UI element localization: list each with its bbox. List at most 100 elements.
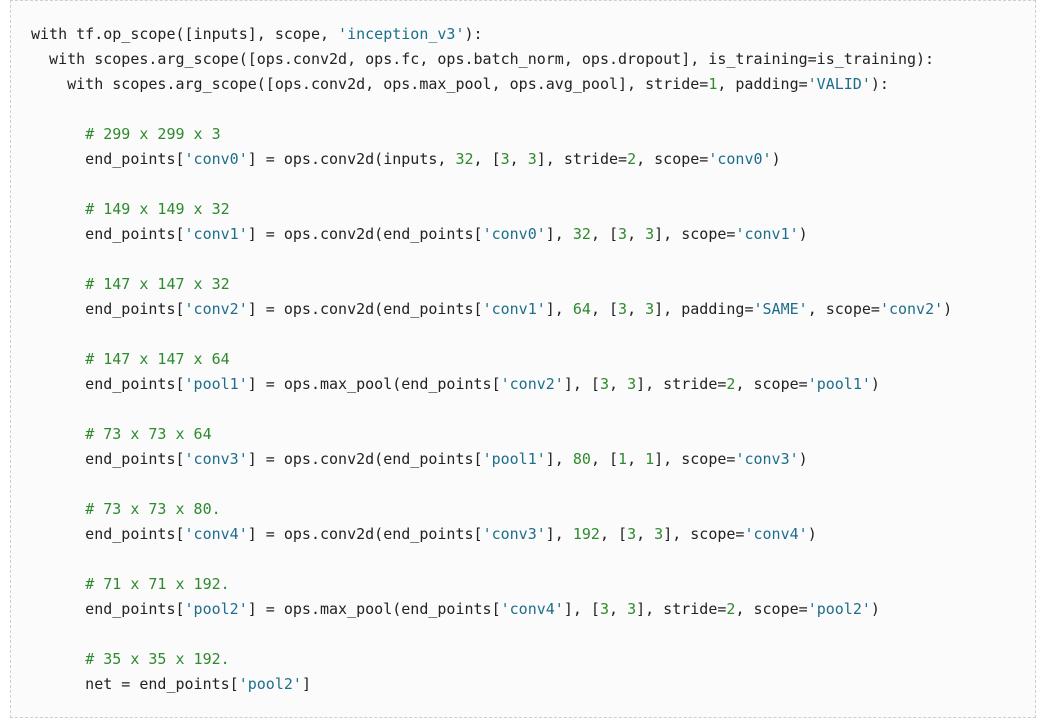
code-token: , [509,150,528,168]
code-token: ) [807,525,817,543]
code-token: ) [798,450,808,468]
code-token: ): [870,75,889,93]
code-token: ] = ops.conv2d(inputs, [247,150,456,168]
string-literal: 'conv1' [735,225,799,243]
code-block-frame: with tf.op_scope([inputs], scope, 'incep… [10,0,1036,718]
string-literal: 'pool2' [184,600,248,618]
code-comment: # 149 x 149 x 32 [85,200,230,218]
code-line: # 149 x 149 x 32 [31,197,952,222]
code-token: ] = ops.conv2d(end_points[ [247,525,483,543]
code-token: , [ [599,525,628,543]
number-literal: 3 [645,300,655,318]
code-line: end_points['conv3'] = ops.conv2d(end_poi… [31,447,952,472]
code-token: , [627,225,646,243]
code-token: end_points[ [31,300,185,318]
code-line: end_points['conv2'] = ops.conv2d(end_poi… [31,297,952,322]
code-listing: with tf.op_scope([inputs], scope, 'incep… [31,22,952,697]
blank-line: ​ [31,397,952,422]
number-literal: 3 [618,225,628,243]
number-literal: 1 [618,450,628,468]
code-token: , [627,300,646,318]
number-literal: 3 [627,600,637,618]
code-token: with tf.op_scope([inputs], scope, [31,25,339,43]
string-literal: 'conv0' [184,150,248,168]
string-literal: 'conv4' [500,600,564,618]
string-literal: 'conv4' [744,525,808,543]
code-line: # 147 x 147 x 64 [31,347,952,372]
code-line: end_points['pool1'] = ops.max_pool(end_p… [31,372,952,397]
code-token: with scopes.arg_scope([ops.conv2d, ops.m… [31,75,709,93]
number-literal: 32 [455,150,474,168]
string-literal: 'conv2' [184,300,248,318]
number-literal: 2 [726,375,736,393]
code-line: with scopes.arg_scope([ops.conv2d, ops.m… [31,72,952,97]
code-token: ], [ [563,600,600,618]
string-literal: 'conv3' [735,450,799,468]
code-line: end_points['conv0'] = ops.conv2d(inputs,… [31,147,952,172]
code-line: # 35 x 35 x 192. [31,647,952,672]
code-token: , [ [473,150,501,168]
code-token: ) [870,375,880,393]
blank-line: ​ [31,322,952,347]
string-literal: 'pool1' [807,375,871,393]
number-literal: 3 [627,375,637,393]
number-literal: 32 [572,225,591,243]
string-literal: 'pool2' [807,600,871,618]
code-line: with scopes.arg_scope([ops.conv2d, ops.f… [31,47,952,72]
code-line: end_points['pool2'] = ops.max_pool(end_p… [31,597,952,622]
code-token: ], padding= [654,300,754,318]
string-literal: 'conv3' [184,450,248,468]
code-token: ], [545,450,573,468]
code-token: ] = ops.max_pool(end_points[ [247,600,501,618]
string-literal: 'conv1' [482,300,546,318]
blank-line: ​ [31,547,952,572]
string-literal: 'pool2' [238,675,302,693]
number-literal: 3 [654,525,664,543]
code-token: , padding= [717,75,808,93]
code-token: , scope= [735,600,808,618]
number-literal: 3 [599,375,609,393]
code-token: ], stride= [536,150,628,168]
string-literal: 'pool1' [184,375,248,393]
code-token: ] = ops.conv2d(end_points[ [247,450,483,468]
string-literal: 'conv2' [879,300,944,318]
code-token: , [ [590,300,619,318]
code-token: ], stride= [636,375,727,393]
code-comment: # 147 x 147 x 64 [85,350,230,368]
code-comment: # 35 x 35 x 192. [85,650,230,668]
code-token: ): [464,25,483,43]
string-literal: 'conv0' [482,225,546,243]
string-literal: 'inception_v3' [338,25,465,43]
number-literal: 2 [726,600,736,618]
code-line: # 299 x 299 x 3 [31,122,952,147]
code-token: with scopes.arg_scope([ops.conv2d, ops.f… [31,50,935,68]
code-token: ) [771,150,781,168]
code-token: ], scope= [654,225,736,243]
code-token: ], [ [563,375,600,393]
code-comment: # 73 x 73 x 64 [85,425,212,443]
code-token [31,350,85,368]
string-literal: 'conv0' [708,150,772,168]
blank-line: ​ [31,172,952,197]
code-token [31,575,85,593]
string-literal: 'conv2' [500,375,564,393]
string-literal: 'VALID' [807,75,871,93]
code-line: end_points['conv4'] = ops.conv2d(end_poi… [31,522,952,547]
blank-line: ​ [31,97,952,122]
code-token [31,200,85,218]
code-token: , scope= [807,300,880,318]
blank-line: ​ [31,622,952,647]
blank-line: ​ [31,472,952,497]
code-token: ) [870,600,880,618]
code-token [31,125,85,143]
code-token: ], [545,225,573,243]
code-token: , [627,450,646,468]
number-literal: 3 [627,525,637,543]
code-token: , [636,525,655,543]
code-comment: # 299 x 299 x 3 [85,125,221,143]
code-token: , [609,375,628,393]
code-token: ], [545,525,573,543]
string-literal: 'conv4' [184,525,248,543]
code-token: ] [301,675,311,693]
code-token: ], scope= [663,525,745,543]
